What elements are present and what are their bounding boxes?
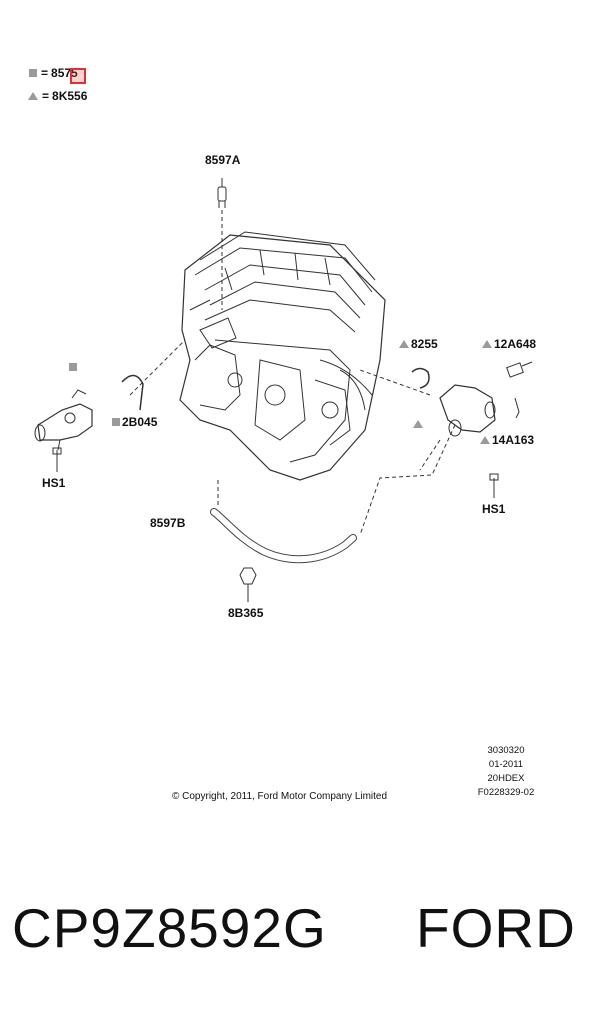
triangle-marker-icon [399, 340, 409, 348]
gasket-2B045 [121, 374, 144, 411]
brand-name: FORD [416, 897, 576, 959]
copyright-notice: © Copyright, 2011, Ford Motor Company Li… [172, 791, 388, 802]
callout-label: 8B365 [228, 606, 264, 620]
callout-14A163: 14A163 [480, 433, 534, 447]
callout-label: HS1 [42, 476, 66, 490]
triangle-marker-icon [480, 436, 490, 444]
callout-label: 8255 [411, 337, 438, 351]
callout-8597B: 8597B [150, 516, 185, 530]
callout-label: HS1 [482, 502, 506, 516]
sensor-8597A [217, 178, 227, 208]
legend-triangle-value: 8K556 [52, 89, 88, 103]
callout-8597A: 8597A [205, 153, 240, 167]
legend-equals: = [41, 66, 49, 80]
legend-triangle-row: = 8K556 [28, 89, 87, 103]
callout-hs1-right: HS1 [482, 502, 505, 516]
highlight-box [70, 68, 86, 84]
meta-line: F0228329-02 [477, 787, 535, 798]
meta-line: 01-2011 [488, 759, 524, 770]
square-marker-icon [69, 363, 77, 371]
triangle-marker-icon [482, 340, 492, 348]
bolt-hs1-left [52, 447, 62, 472]
legend-equals: = [42, 89, 50, 103]
callout-label: 2B045 [122, 415, 158, 429]
square-marker-icon [29, 69, 37, 77]
clamp-8B365 [239, 567, 257, 602]
callout-square-left [69, 363, 79, 371]
callout-2B045: 2B045 [112, 415, 157, 429]
leader-lines [129, 210, 456, 536]
callout-hs1-left: HS1 [42, 476, 65, 490]
callout-8B365: 8B365 [228, 606, 263, 620]
engine-block [179, 231, 386, 481]
water-outlet-right [439, 384, 496, 437]
meta-line: 20HDEX [487, 773, 525, 784]
meta-line: 3030320 [487, 745, 525, 756]
callout-label: 12A648 [494, 337, 537, 351]
bolt-hs1-right [489, 473, 499, 498]
callout-label: 8597A [205, 153, 241, 167]
callout-label: 14A163 [492, 433, 535, 447]
callout-12A648: 12A648 [482, 337, 536, 351]
callout-triangle-mid [413, 420, 425, 428]
diagram-metadata: 3030320 01-2011 20HDEX F0228329-02 [470, 744, 542, 800]
triangle-marker-icon [28, 92, 38, 100]
triangle-marker-icon [413, 420, 423, 428]
gasket-8255 [411, 367, 430, 389]
square-marker-icon [112, 418, 120, 426]
sensor-12A648 [506, 361, 533, 378]
callout-8255: 8255 [399, 337, 438, 351]
thermostat-housing-left [34, 389, 93, 451]
part-number: CP9Z8592G [12, 897, 327, 959]
clip-14A163 [514, 397, 520, 419]
callout-label: 8597B [150, 516, 186, 530]
